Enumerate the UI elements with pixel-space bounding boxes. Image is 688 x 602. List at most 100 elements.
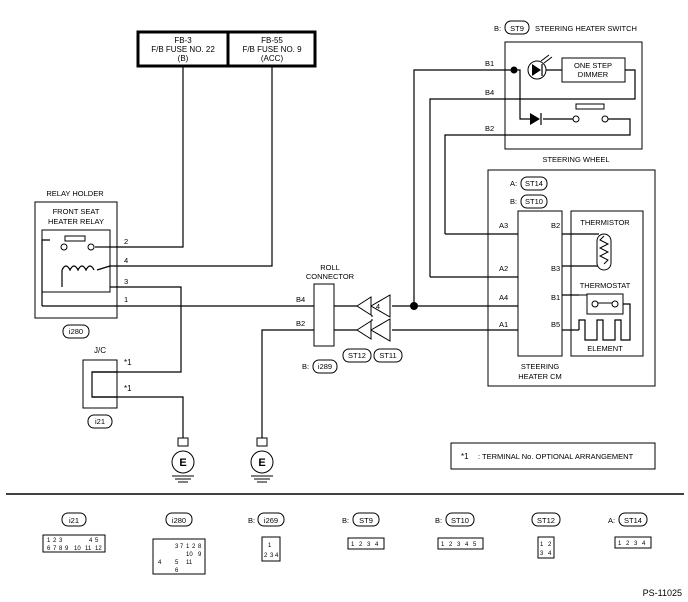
cv-st10-pin: 5 xyxy=(473,542,477,548)
cv-st14-prefix: A: xyxy=(608,516,615,525)
wire-roll-b2-ground xyxy=(261,329,357,440)
connector-view-i269: B: i269 1 2 3 4 xyxy=(248,512,285,562)
cm-outer-box xyxy=(487,169,656,387)
cm-conn-b-badge xyxy=(520,194,548,209)
steering-wheel-label: STEERING WHEEL xyxy=(542,155,609,164)
cm-pin-a4: A4 xyxy=(499,293,508,302)
cv-i280-badge xyxy=(165,512,193,527)
wire-fuse22-relay-2 xyxy=(110,66,184,248)
switch-conn-label: ST9 xyxy=(510,24,524,33)
fuse-22-tag: (B) xyxy=(178,54,189,63)
cv-i21-pin: 10 xyxy=(74,546,81,552)
roll-conn-prefix: B: xyxy=(302,362,309,371)
led-ray-2 xyxy=(543,56,553,64)
cm-pin-b3: B3 xyxy=(551,264,560,273)
relay-connector-badge xyxy=(62,324,90,339)
cv-st9-label: ST9 xyxy=(359,516,373,525)
cv-st14-label: ST14 xyxy=(624,516,642,525)
wire-sw-dimmer-out xyxy=(509,69,636,100)
roll-pin-b4: B4 xyxy=(296,295,305,304)
fuse-block: FB-3 F/B FUSE NO. 22 (B) FB-55 F/B FUSE … xyxy=(136,30,317,68)
thermistor-icon xyxy=(598,235,610,265)
cv-st12-badge xyxy=(531,512,561,527)
cv-i280-pin: 1 xyxy=(186,544,190,550)
switch-prefix: B: xyxy=(494,24,501,33)
switch-box xyxy=(504,41,643,150)
relay-name-line1: FRONT SEAT xyxy=(53,207,100,216)
cv-i21-pin: 3 xyxy=(59,538,63,544)
cv-st9-pin: 1 xyxy=(351,542,355,548)
element-icon xyxy=(578,303,631,341)
cm-conn-b-prefix: B: xyxy=(510,197,517,206)
relay-name-line2: HEATER RELAY xyxy=(48,217,104,226)
roll-conn-badge xyxy=(312,359,338,374)
led-icon xyxy=(532,64,541,76)
cm-pin-b2: B2 xyxy=(551,221,560,230)
relay-holder-title: RELAY HOLDER xyxy=(46,189,104,198)
switch-conn-badge xyxy=(504,20,530,35)
ground-1: E xyxy=(171,437,195,483)
junction-dot xyxy=(410,302,418,310)
cv-st10-badge xyxy=(445,512,475,527)
roll-pin-b2: B2 xyxy=(296,319,305,328)
jc-connector-label: i21 xyxy=(95,417,105,426)
cv-i280-pin: 3 xyxy=(175,544,179,550)
cv-st10-prefix: B: xyxy=(435,516,442,525)
cv-i21-pin: 8 xyxy=(59,546,63,552)
fuse-9-box xyxy=(226,30,317,68)
steering-heater-cm: A: ST14 B: ST10 A3 A2 A4 A1 B2 B3 B1 B5 … xyxy=(487,169,656,387)
wire-sw-b2 xyxy=(509,118,631,136)
cm-body xyxy=(517,210,563,357)
connector-view-st9: B: ST9 1 2 3 4 xyxy=(342,512,385,550)
cv-i21-badge xyxy=(61,512,87,527)
relay-pin-1: 1 xyxy=(124,295,128,304)
fuse-9-tag: (ACC) xyxy=(261,54,284,63)
cv-i21-pin: 12 xyxy=(95,546,102,552)
relay-pin-3: 3 xyxy=(124,277,128,286)
cv-st12-pin: 4 xyxy=(548,551,552,557)
cv-st12-body xyxy=(537,536,555,559)
cv-st9-badge xyxy=(352,512,380,527)
jc-mark-2: *1 xyxy=(124,384,132,393)
cv-i280-pin: 9 xyxy=(198,552,202,558)
cv-i280-pin: 5 xyxy=(175,560,179,566)
cm-pin-b1: B1 xyxy=(551,293,560,302)
cv-i21-label: i21 xyxy=(69,516,79,525)
cv-i21-pin: 7 xyxy=(53,546,57,552)
diode-icon xyxy=(530,113,540,125)
cv-i280-pin: 2 xyxy=(192,544,196,550)
switch-junction xyxy=(510,66,518,74)
cv-i21-pin: 6 xyxy=(47,546,51,552)
cm-title-2: HEATER CM xyxy=(518,372,562,381)
cv-i280-pin: 11 xyxy=(186,560,193,566)
relay-connector-label: i280 xyxy=(69,327,83,336)
relay-contact-arm xyxy=(64,235,86,242)
cv-i269-badge xyxy=(257,512,285,527)
roll-conn-a-label: ST12 xyxy=(348,351,366,360)
fuse-22-name: F/B FUSE NO. 22 xyxy=(151,45,215,54)
wire-switch-b2 xyxy=(444,134,509,234)
relay-holder-box xyxy=(34,201,118,319)
switch-pin-b1: B1 xyxy=(485,59,494,68)
wire-switch-b4 xyxy=(429,98,509,277)
wire-fuse9-relay-4 xyxy=(110,66,273,267)
cv-st10-pin: 1 xyxy=(441,542,445,548)
cv-st12-pin: 2 xyxy=(548,542,552,548)
roll-title-2: CONNECTOR xyxy=(306,272,355,281)
cm-conn-a-prefix: A: xyxy=(510,179,517,188)
cm-pin-a1: A1 xyxy=(499,320,508,329)
cv-st9-prefix: B: xyxy=(342,516,349,525)
fuse-22-box xyxy=(136,30,230,68)
joint-connector: J/C *1 *1 i21 xyxy=(82,346,132,429)
wire-sw-led xyxy=(509,69,530,120)
cv-st14-pin: 3 xyxy=(634,541,638,547)
cv-i280-label: i280 xyxy=(172,516,186,525)
jc-title: J/C xyxy=(94,346,106,355)
switch-push-arm xyxy=(575,103,605,110)
switch-pin-b4: B4 xyxy=(485,88,494,97)
cv-i280-pin: 8 xyxy=(198,544,202,550)
cv-st10-label: ST10 xyxy=(451,516,469,525)
roll-conn-a-badge xyxy=(342,348,372,363)
relay-inner-box xyxy=(41,229,111,293)
